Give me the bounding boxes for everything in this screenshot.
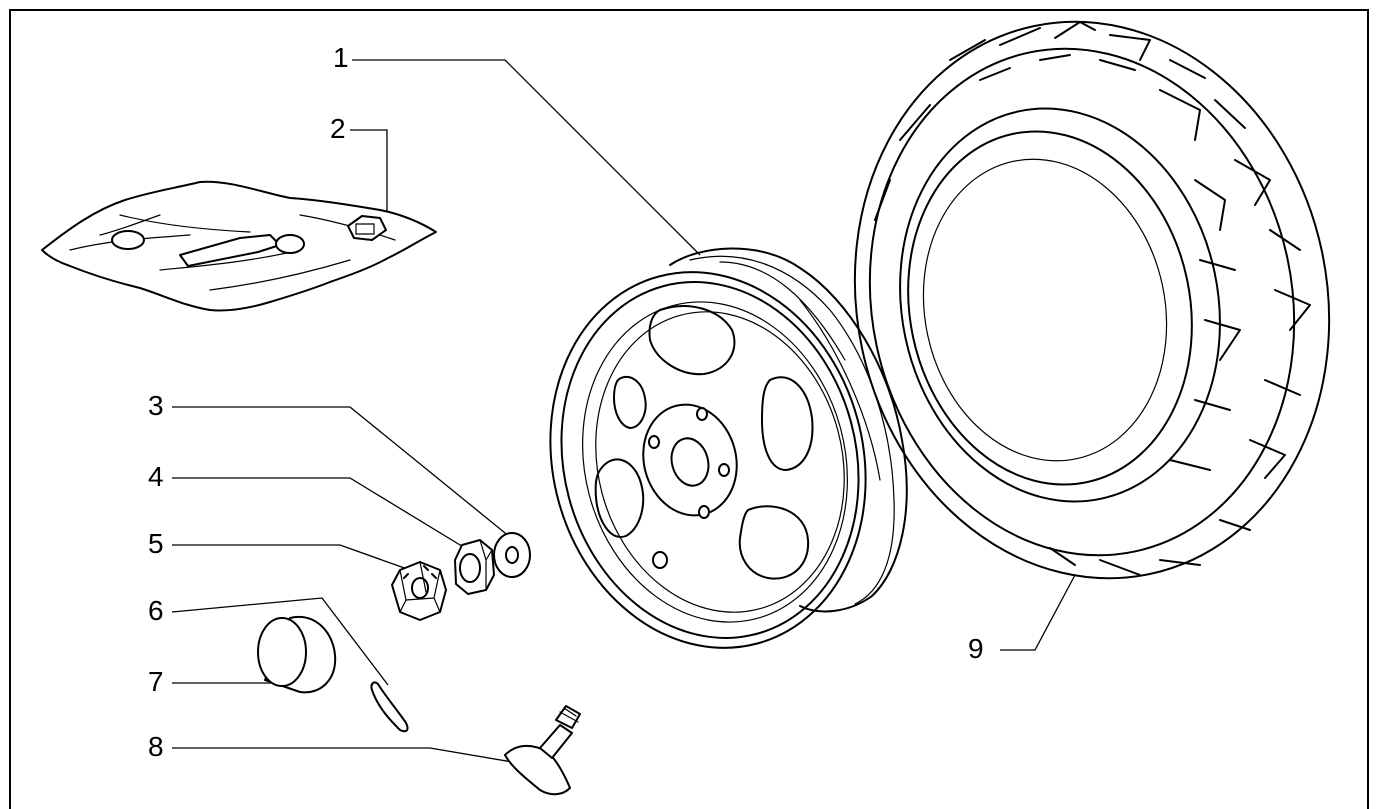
cotter-pin-icon — [370, 681, 409, 733]
leader-9 — [1000, 574, 1076, 651]
callout-5: 5 — [148, 528, 164, 559]
leader-6 — [171, 597, 389, 686]
leader-lines — [171, 59, 1076, 766]
castellated-nut-icon — [391, 561, 447, 621]
wheel-rim-icon — [549, 247, 908, 649]
nut-icon — [454, 539, 495, 595]
tread-pattern — [874, 21, 1311, 576]
leader-1 — [352, 59, 701, 256]
callout-4: 4 — [148, 461, 164, 492]
diagram-frame — [9, 9, 1369, 809]
callout-3: 3 — [148, 390, 164, 421]
tyre-valve-icon — [504, 705, 581, 796]
leader-4 — [172, 477, 466, 549]
leader-3 — [172, 406, 511, 538]
leader-8 — [172, 747, 531, 766]
tool-pouch-icon — [41, 180, 437, 312]
callout-7: 7 — [148, 666, 164, 697]
callout-1: 1 — [333, 42, 349, 73]
callout-8: 8 — [148, 731, 164, 762]
tyre-icon — [853, 20, 1331, 580]
callout-6: 6 — [148, 595, 164, 626]
callout-9: 9 — [968, 633, 984, 664]
leader-2 — [350, 129, 388, 215]
leader-5 — [172, 544, 411, 571]
hub-cap-icon — [257, 615, 337, 694]
washer-icon — [493, 532, 531, 578]
callout-2: 2 — [330, 113, 346, 144]
